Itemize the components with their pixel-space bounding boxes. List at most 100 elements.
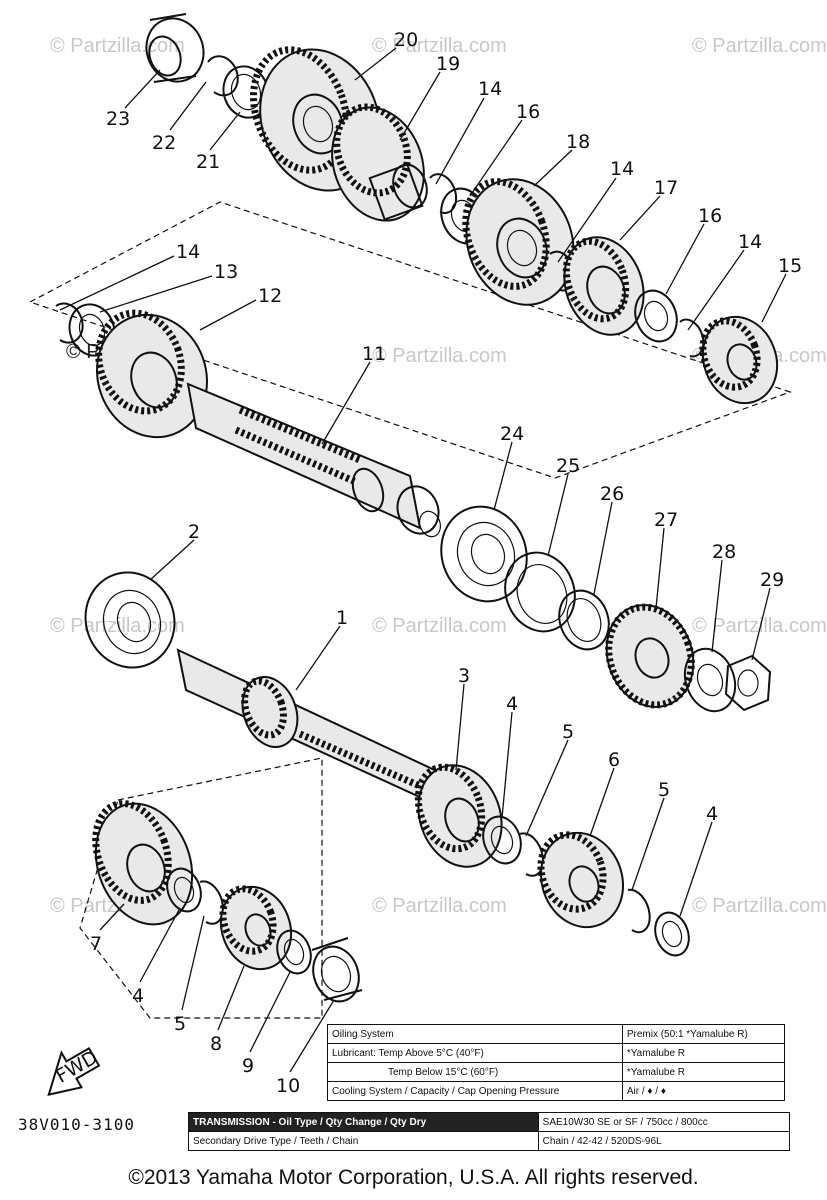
callout-2: 2 <box>188 521 200 543</box>
callout-labels: 23 22 21 20 19 14 16 18 14 17 16 14 15 1… <box>90 29 802 1097</box>
callout-25: 25 <box>556 455 580 477</box>
upper-enclosure <box>28 201 792 479</box>
callout-16-top: 16 <box>516 101 540 123</box>
callout-11: 11 <box>362 343 386 365</box>
callout-4-right: 4 <box>706 803 718 825</box>
lubricant-below-label: Temp Below 15°C (60°F) <box>327 1062 623 1082</box>
callout-14-top: 14 <box>478 78 502 100</box>
callout-10: 10 <box>276 1075 300 1097</box>
part-25-oil-seal <box>504 551 576 633</box>
oiling-label: Oiling System <box>327 1024 623 1044</box>
callout-24: 24 <box>500 423 524 445</box>
callout-14-mid: 14 <box>610 158 634 180</box>
callout-14-right: 14 <box>738 231 762 253</box>
callout-27: 27 <box>654 509 678 531</box>
callout-29: 29 <box>760 569 784 591</box>
diagram-part-code: 38V010-3100 <box>18 1115 135 1134</box>
part-19-gear <box>331 103 428 222</box>
part-23-bearing <box>145 13 205 83</box>
callout-14-left: 14 <box>176 241 200 263</box>
part-8-gear <box>219 885 293 971</box>
oiling-value: Premix (50:1 *Yamalube R) <box>621 1024 786 1044</box>
part-4-washer-1 <box>482 815 522 865</box>
callout-4-mid: 4 <box>506 693 518 715</box>
table-row: Temp Below 15°C (60°F) *Yamalube R <box>327 1062 786 1082</box>
part-2-bearing <box>84 571 176 669</box>
table-row: Cooling System / Capacity / Cap Opening … <box>327 1081 786 1101</box>
part-14-circlip-left <box>55 302 84 344</box>
watermark: © Partzilla.com <box>692 895 827 917</box>
transmission-value: SAE10W30 SE or SF / 750cc / 800cc <box>537 1112 791 1132</box>
part-24-bearing <box>440 505 528 603</box>
transmission-label: TRANSMISSION - Oil Type / Qty Change / Q… <box>188 1112 539 1132</box>
callout-5-left: 5 <box>174 1013 186 1035</box>
part-12-gear <box>95 309 208 439</box>
watermark: © Partzilla.com <box>372 345 507 367</box>
part-27-drive-sprocket <box>605 603 695 709</box>
part-11-main-axle <box>186 382 441 538</box>
watermark: © Partzilla.com <box>372 615 507 637</box>
watermark: © Partzilla.com <box>372 35 507 57</box>
part-4-washer-2 <box>654 911 690 957</box>
part-16-splined-washer-2 <box>634 289 678 343</box>
lower-enclosure <box>79 757 323 1019</box>
callout-15: 15 <box>778 255 802 277</box>
callout-12: 12 <box>258 285 282 307</box>
callout-5-mid: 5 <box>562 721 574 743</box>
callout-13: 13 <box>214 261 238 283</box>
callout-20: 20 <box>394 29 418 51</box>
callout-26: 26 <box>600 483 624 505</box>
part-18-gear <box>462 178 575 306</box>
part-29-nut <box>724 654 772 712</box>
part-28-lock-washer <box>683 647 737 713</box>
watermark: © Partzilla.com <box>50 615 185 637</box>
callout-16-right: 16 <box>698 205 722 227</box>
callout-22: 22 <box>152 132 176 154</box>
part-4-washer-3 <box>166 867 202 913</box>
secondary-drive-label: Secondary Drive Type / Teeth / Chain <box>188 1131 539 1151</box>
table-row: TRANSMISSION - Oil Type / Qty Change / Q… <box>188 1112 791 1132</box>
part-9-washer <box>276 929 312 975</box>
lubricant-above-label: Lubricant: Temp Above 5°C (40°F) <box>327 1043 623 1063</box>
lubricant-above-value: *Yamalube R <box>621 1043 786 1063</box>
oil-spec-table: Oiling System Premix (50:1 *Yamalube R) … <box>327 1024 786 1101</box>
watermark: © Partzilla.com <box>372 895 507 917</box>
callout-1: 1 <box>336 607 348 629</box>
callout-23: 23 <box>106 108 130 130</box>
callout-7: 7 <box>90 933 102 955</box>
cooling-label: Cooling System / Capacity / Cap Opening … <box>327 1081 623 1101</box>
callout-19: 19 <box>436 53 460 75</box>
callout-3: 3 <box>458 665 470 687</box>
watermark: © Partzilla.com <box>692 35 827 57</box>
table-row: Oiling System Premix (50:1 *Yamalube R) <box>327 1024 786 1044</box>
part-6-gear <box>537 831 625 929</box>
part-26-collar <box>558 589 610 651</box>
callout-6: 6 <box>608 749 620 771</box>
fwd-arrow: FWD <box>47 1046 102 1097</box>
callout-9: 9 <box>242 1055 254 1077</box>
cooling-value: Air / ♦ / ♦ <box>621 1081 786 1101</box>
callout-17: 17 <box>654 177 678 199</box>
callout-18: 18 <box>566 131 590 153</box>
secondary-drive-value: Chain / 42-42 / 520DS-96L <box>537 1131 791 1151</box>
part-10-bearing <box>311 937 363 1003</box>
part-15-gear <box>699 315 779 405</box>
watermark: © Partzilla.com <box>692 615 827 637</box>
callout-4-left: 4 <box>132 985 144 1007</box>
table-row: Lubricant: Temp Above 5°C (40°F) *Yamalu… <box>327 1043 786 1063</box>
part-5-circlip-3 <box>199 880 224 925</box>
callout-5-right: 5 <box>658 779 670 801</box>
part-3-gear <box>414 763 503 868</box>
lubricant-below-value: *Yamalube R <box>621 1062 786 1082</box>
callout-21: 21 <box>196 151 220 173</box>
watermark: © Partzilla.com <box>50 35 185 57</box>
part-17-gear <box>562 236 645 336</box>
callout-8: 8 <box>210 1033 222 1055</box>
transmission-spec-table: TRANSMISSION - Oil Type / Qty Change / Q… <box>188 1112 791 1151</box>
callout-28: 28 <box>712 541 736 563</box>
part-5-circlip-2 <box>627 888 651 934</box>
table-row: Secondary Drive Type / Teeth / Chain Cha… <box>188 1131 791 1151</box>
leader-lines <box>59 47 787 1073</box>
fwd-label: FWD <box>52 1046 101 1087</box>
